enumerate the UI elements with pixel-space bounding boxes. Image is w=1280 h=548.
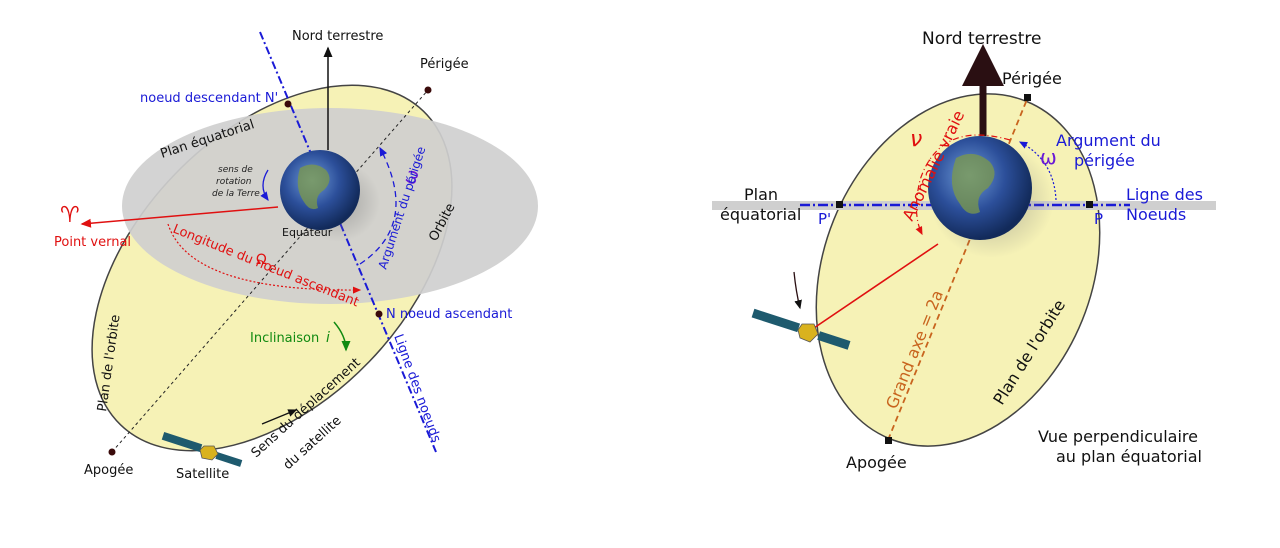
label-perigee-right: Périgée [1002, 69, 1062, 88]
label-argument-1-right: Argument du [1056, 131, 1161, 150]
earth-land-left [297, 164, 330, 210]
label-rotation-2: rotation [216, 177, 252, 187]
label-rotation-1: sens de [218, 165, 253, 175]
label-nord-right: Nord terrestre [922, 29, 1042, 49]
label-apogee-left: Apogée [84, 463, 133, 478]
label-perigee-left: Périgée [420, 57, 469, 72]
label-plan-2-right: équatorial [720, 205, 801, 224]
label-i: i [326, 330, 330, 346]
major-axis-left [111, 89, 429, 453]
perigee-dot-left [424, 86, 432, 94]
label-inclinaison: Inclinaison [250, 331, 319, 346]
label-nord-left: Nord terrestre [292, 29, 383, 44]
satellite-motion-arrow-right [793, 271, 802, 310]
right-diagram: Nord terrestre Périgée ν Anomalie vraie … [712, 29, 1216, 472]
label-equateur: Equateur [282, 226, 333, 239]
earth-rotation-arrow-left [260, 169, 269, 202]
label-plan-1-right: Plan [744, 185, 778, 204]
label-omega-small-left: ω [399, 166, 424, 187]
label-ligne-1-right: Ligne des [1126, 185, 1203, 204]
label-p-prime: P' [818, 210, 831, 228]
longitude-arc-left [167, 223, 362, 294]
label-omega-left: Ω [256, 252, 267, 268]
earth-land-right [951, 153, 995, 214]
label-nu: ν [910, 127, 922, 152]
satellite-left [161, 432, 243, 467]
node-p-marker [1086, 201, 1093, 208]
label-vue-1: Vue perpendiculaire [1038, 427, 1198, 446]
label-argument-2-right: périgée [1074, 151, 1135, 170]
ascending-node-dot-left [375, 310, 383, 318]
label-ligne-2-right: Noeuds [1126, 205, 1186, 224]
label-omega-right: ω [1040, 145, 1057, 169]
argument-arc-right [1018, 141, 1057, 201]
node-p-prime-marker [836, 201, 843, 208]
descending-node-dot-left [284, 100, 292, 108]
apogee-marker-right [885, 437, 892, 444]
left-diagram: Nord terrestre Périgée noeud descendant … [54, 29, 538, 482]
label-point-vernal: Point vernal [54, 235, 131, 250]
vernal-line-left [80, 206, 279, 228]
satellite-right [751, 308, 851, 350]
label-ascending-node: N noeud ascendant [386, 307, 512, 322]
argument-arc-left [359, 146, 397, 265]
inclination-arc-left [333, 321, 351, 352]
anomaly-arc-right [915, 134, 1011, 236]
major-axis-right [887, 96, 1029, 441]
satellite-direction-arrow-left [261, 409, 298, 425]
label-rotation-3: de la Terre [212, 189, 260, 199]
label-aries-left: ♈ [60, 203, 80, 228]
label-satellite-left: Satellite [176, 467, 229, 482]
label-ligne-noeuds-left: Ligne des noeuds [390, 332, 443, 445]
apogee-dot-left [108, 448, 116, 456]
label-apogee-right: Apogée [846, 453, 907, 472]
perigee-marker-right [1024, 94, 1031, 101]
radius-vector-right [807, 243, 939, 333]
label-p: P [1094, 210, 1103, 228]
label-descending-node: noeud descendant N' [140, 91, 278, 106]
label-vue-2: au plan équatorial [1056, 447, 1202, 466]
